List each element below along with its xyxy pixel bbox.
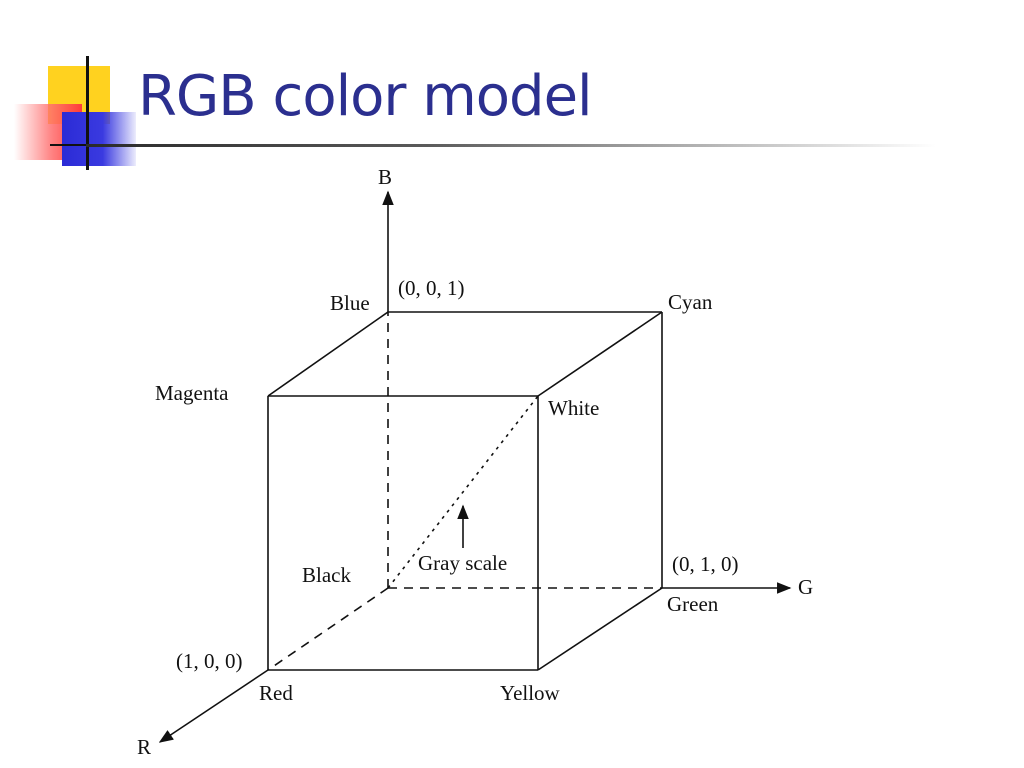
page-title: RGB color model <box>138 64 593 129</box>
gray-scale-diagonal <box>387 395 539 589</box>
corner-label-white: White <box>548 396 599 420</box>
logo-horizontal-line <box>50 144 120 146</box>
slide-logo <box>0 0 140 175</box>
corner-label-blue: Blue <box>330 291 370 315</box>
coord-label-green: (0, 1, 0) <box>672 552 739 576</box>
b-axis-label: B <box>378 165 392 189</box>
coord-label-blue: (0, 0, 1) <box>398 276 465 300</box>
title-bar: RGB color model <box>0 0 1024 170</box>
title-underline <box>86 144 936 147</box>
logo-blue-square <box>62 112 136 166</box>
logo-vertical-line <box>86 56 89 170</box>
edge-white-cyan <box>537 311 663 397</box>
g-axis-label: G <box>798 575 813 599</box>
corner-label-green: Green <box>667 592 719 616</box>
corner-label-magenta: Magenta <box>155 381 229 405</box>
r-axis-label: R <box>137 735 151 759</box>
edge-yellow-green <box>537 587 663 671</box>
gray-scale-label: Gray scale <box>418 551 507 575</box>
r-axis <box>158 669 269 743</box>
corner-label-yellow: Yellow <box>500 681 561 705</box>
edge-black-red <box>267 587 389 671</box>
corner-label-black: Black <box>302 563 351 587</box>
corner-label-cyan: Cyan <box>668 290 713 314</box>
coord-label-red: (1, 0, 0) <box>176 649 243 673</box>
edge-magenta-blue <box>267 311 389 397</box>
corner-label-red: Red <box>259 681 293 705</box>
